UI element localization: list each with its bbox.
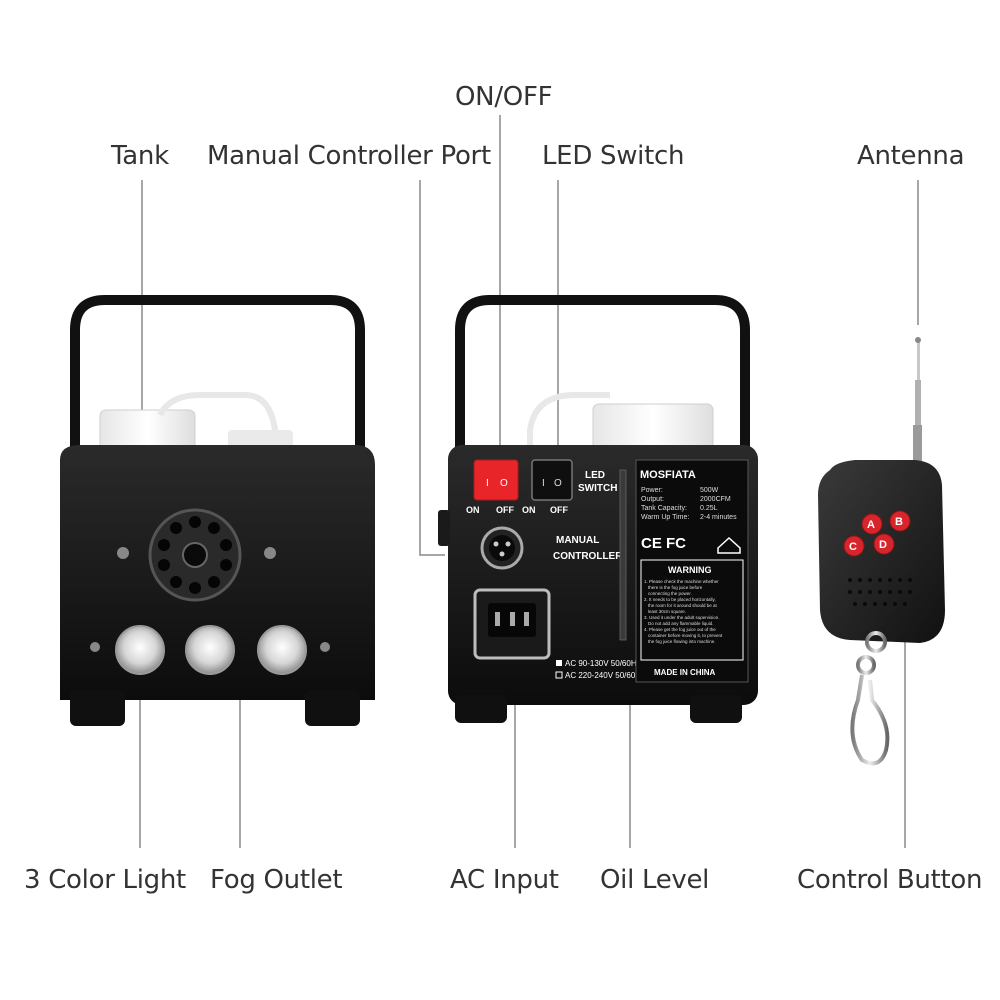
- manual-controller-port: [480, 526, 524, 570]
- tank-tube: [157, 392, 283, 451]
- callout-oil-level: Oil Level: [600, 865, 710, 895]
- certification-marks: CE FC: [641, 535, 686, 552]
- remote-control: A B C D: [818, 337, 945, 766]
- warning-text: 1. Please check the machine whether ther…: [644, 579, 723, 644]
- svg-text:I: I: [486, 478, 489, 489]
- led-switch-text: SWITCH: [578, 483, 617, 494]
- svg-text:2000CFM: 2000CFM: [700, 496, 731, 503]
- svg-text:Do not add any flammable liqui: Do not add any flammable liquid.: [648, 621, 714, 626]
- button-d: D: [879, 539, 887, 551]
- svg-text:AC 220-240V 50/60HZ: AC 220-240V 50/60HZ: [565, 671, 646, 680]
- svg-text:ON: ON: [522, 505, 536, 515]
- svg-text:I: I: [542, 478, 545, 489]
- warning-box: [640, 559, 744, 661]
- svg-text:ON: ON: [466, 505, 480, 515]
- callout-on-off: ON/OFF: [455, 82, 553, 112]
- svg-text:container before moving it, to: container before moving it, to prevent: [648, 633, 723, 638]
- svg-text:500W: 500W: [700, 487, 719, 494]
- foot: [70, 690, 125, 726]
- svg-text:O: O: [554, 478, 562, 489]
- svg-text:Power:: Power:: [641, 487, 663, 494]
- callout-antenna: Antenna: [857, 141, 965, 171]
- brand: MOSFIATA: [640, 469, 696, 481]
- leader-manual-port: [419, 180, 445, 556]
- remote-grip: [848, 578, 912, 606]
- led-switch-text: LED: [585, 470, 605, 481]
- callout-3-color-light: 3 Color Light: [24, 865, 186, 895]
- spec-plate: [635, 459, 749, 683]
- callout-manual-controller-port: Manual Controller Port: [207, 141, 491, 171]
- svg-text:3. Used it under the adult sup: 3. Used it under the adult supervision.: [644, 615, 720, 620]
- svg-text:4. Please get the fog juice ou: 4. Please get the fog juice out of the: [644, 627, 716, 632]
- svg-text:the room for it around should: the room for it around should be at: [648, 603, 718, 608]
- home-icon: [717, 536, 741, 554]
- svg-text:connecting the power.: connecting the power.: [648, 591, 692, 596]
- svg-text:OFF: OFF: [550, 505, 568, 515]
- svg-text:O: O: [500, 478, 508, 489]
- svg-text:OFF: OFF: [496, 505, 514, 515]
- svg-text:there is the fog juice before: there is the fog juice before: [648, 585, 703, 590]
- callout-led-switch: LED Switch: [542, 141, 685, 171]
- svg-text:MANUAL: MANUAL: [556, 535, 599, 546]
- keychain-clip: [850, 631, 890, 766]
- button-a: A: [867, 519, 875, 531]
- svg-text:AC 90-130V 50/60HZ: AC 90-130V 50/60HZ: [565, 659, 642, 668]
- led-switch: [531, 459, 573, 501]
- callout-control-button: Control Button: [797, 865, 983, 895]
- svg-text:0.25L: 0.25L: [700, 505, 718, 512]
- svg-text:Tank Capacity:: Tank Capacity:: [641, 505, 687, 512]
- callout-fog-outlet: Fog Outlet: [210, 865, 343, 895]
- svg-text:WARNING: WARNING: [668, 565, 712, 575]
- power-switch: [473, 459, 519, 501]
- ac-input-socket: [473, 588, 551, 660]
- svg-text:2. It needs to be placed horiz: 2. It needs to be placed horizontally,: [644, 597, 716, 602]
- button-b: B: [895, 516, 903, 528]
- antenna: [917, 340, 920, 380]
- svg-text:the fog juice flowing into mac: the fog juice flowing into machine.: [648, 639, 716, 644]
- svg-text:1. Please check the machine wh: 1. Please check the machine whether: [644, 579, 719, 584]
- svg-text:Warm Up Time:: Warm Up Time:: [641, 514, 689, 521]
- fog-outlet-nozzle: [148, 508, 242, 602]
- spec-list: Power: 500W Output: 2000CFM Tank Capacit…: [641, 487, 737, 521]
- tank: [592, 403, 714, 453]
- svg-text:CONTROLLER: CONTROLLER: [553, 551, 623, 562]
- fog-machine-front: [60, 295, 375, 726]
- foot: [690, 695, 742, 723]
- handle: [70, 295, 365, 455]
- foot: [455, 695, 507, 723]
- svg-text:Output:: Output:: [641, 496, 664, 503]
- fog-machine-rear: I O I O LED SWITCH ON OFF ON OFF MANUAL …: [438, 295, 758, 723]
- svg-text:MADE IN CHINA: MADE IN CHINA: [654, 668, 716, 677]
- handle: [455, 295, 750, 455]
- svg-text:2-4 minutes: 2-4 minutes: [700, 514, 737, 521]
- callout-tank: Tank: [111, 141, 169, 171]
- svg-text:least 30cm square.: least 30cm square.: [648, 609, 686, 614]
- button-c: C: [849, 541, 857, 553]
- oil-level-window: [619, 469, 627, 641]
- foot: [305, 690, 360, 726]
- remote-buttons: A B C D: [843, 510, 911, 557]
- color-lights: [115, 625, 307, 675]
- callout-ac-input: AC Input: [450, 865, 559, 895]
